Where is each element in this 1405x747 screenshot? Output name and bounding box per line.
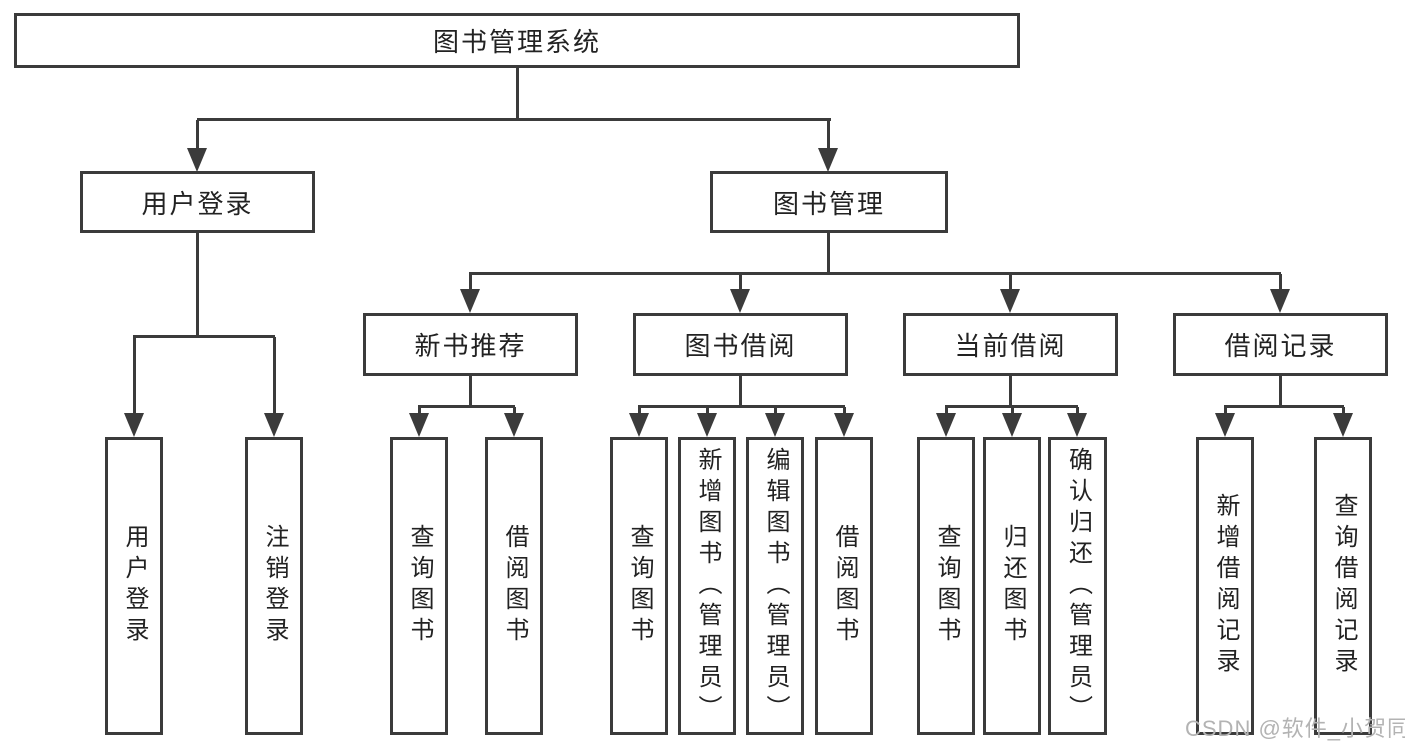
node-label: 图书管理 [772,188,885,219]
node-book-borrowing: 图书借阅 [633,313,848,376]
node-user-login: 用户登录 [80,171,315,233]
arrow-down-icon [730,289,750,313]
arrow-down-icon [765,413,785,437]
connector-line [1342,407,1345,415]
node-query-books-borrow: 查询图书 [610,437,668,735]
node-logout: 注销登录 [245,437,303,735]
node-library-management-system: 图书管理系统 [14,13,1020,68]
arrow-down-icon [409,413,429,437]
arrow-down-icon [629,413,649,437]
connector-line [469,274,472,291]
node-label: 当前借阅 [954,331,1067,361]
node-label: 借阅图书 [831,524,858,648]
node-query-books-current: 查询图书 [917,437,975,735]
node-user-login-leaf: 用户登录 [105,437,163,735]
connector-line [774,407,777,415]
arrow-down-icon [834,413,854,437]
connector-line [1076,407,1079,415]
node-label: 新书推荐 [414,331,527,361]
arrow-down-icon [460,289,480,313]
arrow-down-icon [1067,413,1087,437]
connector-line [1009,274,1012,291]
connector-line [196,120,199,150]
connector-line [827,120,830,150]
arrow-down-icon [1002,413,1022,437]
node-label: 注销登录 [261,524,288,648]
node-new-book-recommend: 新书推荐 [363,313,578,376]
connector-line [706,407,709,415]
connector-line [638,405,845,408]
node-book-management: 图书管理 [710,171,948,233]
node-confirm-return-admin: 确认归还（管理员） [1048,437,1107,735]
connector-line [418,407,421,415]
connector-line [1011,407,1014,415]
node-label: 图书借阅 [684,331,797,361]
node-borrowing-records: 借阅记录 [1173,313,1388,376]
connector-line [1224,405,1344,408]
node-label: 图书管理系统 [432,27,601,57]
connector-line [469,375,472,408]
node-return-books: 归还图书 [983,437,1041,735]
node-label: 用户登录 [121,524,148,648]
arrow-down-icon [936,413,956,437]
connector-line [273,337,276,414]
connector-line [739,274,742,291]
connector-line [1224,407,1227,415]
connector-line [638,407,641,415]
node-add-borrow-record: 新增借阅记录 [1196,437,1254,735]
node-label: 新增借阅记录 [1212,493,1239,679]
node-add-book-admin: 新增图书（管理员） [678,437,736,735]
connector-line [133,335,275,338]
arrow-down-icon [1270,289,1290,313]
node-label: 归还图书 [999,524,1026,648]
node-label: 查询借阅记录 [1330,493,1357,679]
node-query-books-recommend: 查询图书 [390,437,448,735]
node-edit-book-admin: 编辑图书（管理员） [746,437,804,735]
connector-line [843,407,846,415]
csdn-watermark: CSDN @软件_小贺同学 [1185,716,1405,741]
connector-line [945,407,948,415]
arrow-down-icon [697,413,717,437]
node-label: 新增图书（管理员） [694,446,721,726]
connector-line [133,337,136,414]
connector-line [469,272,1281,275]
node-label: 查询图书 [933,524,960,648]
node-query-borrow-record: 查询借阅记录 [1314,437,1372,735]
node-borrow-books-recommend: 借阅图书 [485,437,543,735]
arrow-down-icon [1215,413,1235,437]
connector-line [739,375,742,408]
arrow-down-icon [264,413,284,437]
connector-line [516,68,519,118]
node-label: 借阅图书 [501,524,528,648]
connector-line [827,233,830,275]
node-label: 确认归还（管理员） [1064,446,1092,726]
connector-line [513,407,516,415]
arrow-down-icon [818,148,838,172]
arrow-down-icon [187,148,207,172]
node-label: 查询图书 [626,524,653,648]
connector-line [1009,375,1012,408]
arrow-down-icon [504,413,524,437]
arrow-down-icon [1333,413,1353,437]
node-label: 用户登录 [141,188,254,219]
connector-line [1279,375,1282,408]
node-label: 查询图书 [406,524,433,648]
arrow-down-icon [1000,289,1020,313]
connector-line [196,233,199,337]
connector-line [945,405,1078,408]
node-current-borrowing: 当前借阅 [903,313,1118,376]
connector-line [1279,274,1282,291]
connector-line [197,118,831,121]
node-label: 编辑图书（管理员） [762,446,789,726]
node-label: 借阅记录 [1224,331,1337,361]
connector-line [418,405,515,408]
node-borrow-books-borrow: 借阅图书 [815,437,873,735]
arrow-down-icon [124,413,144,437]
